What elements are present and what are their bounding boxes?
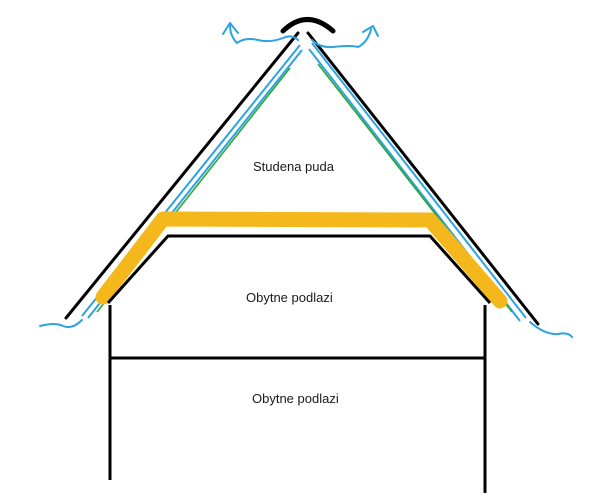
- label-lower-living-floor: Obytne podlazi: [252, 391, 339, 406]
- roof-covering-right: [306, 31, 540, 326]
- airflow-exhaust-right: [311, 28, 372, 49]
- ceiling-outline: [106, 234, 492, 305]
- airflow-exhaust-right-arrowhead: [362, 25, 379, 37]
- label-upper-living-floor: Obytne podlazi: [246, 290, 333, 305]
- roof-covering-left: [64, 31, 300, 320]
- ventilation-gap-right-outer: [311, 42, 527, 319]
- thermal-insulation: [95, 211, 508, 309]
- airflow-exhaust-left-arrowhead: [222, 22, 239, 35]
- airflow-intake-left: [39, 319, 83, 329]
- airflow-intake-right: [529, 321, 573, 338]
- ridge-cap: [280, 17, 336, 34]
- airflow-exhaust-left: [229, 24, 299, 44]
- label-cold-attic: Studena puda: [253, 159, 334, 174]
